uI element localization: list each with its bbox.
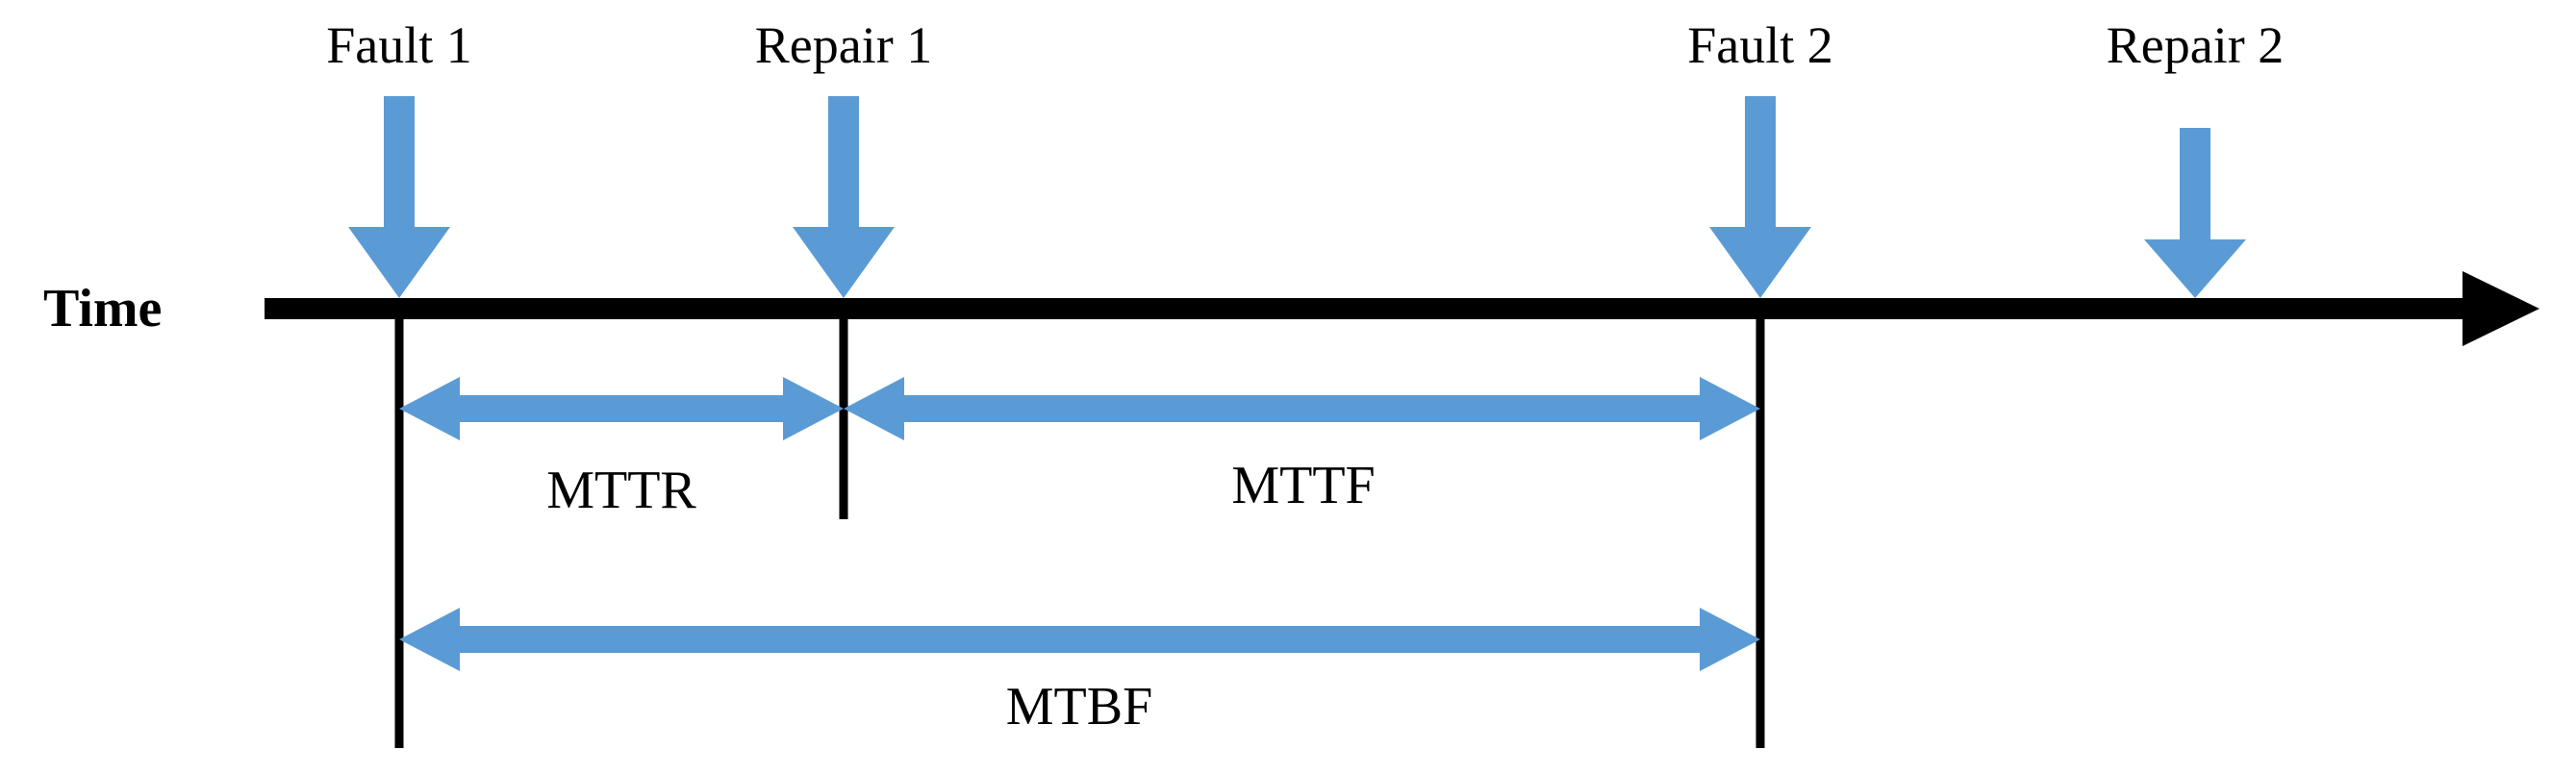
time-axis-label: Time xyxy=(43,279,163,338)
event-label-repair-1: Repair 1 xyxy=(754,16,933,74)
down-arrow-icon-repair-1 xyxy=(793,96,895,298)
interval-label-mtbf: MTBF xyxy=(1005,677,1153,737)
event-label-fault-2: Fault 2 xyxy=(1687,16,1833,74)
down-arrow-icon-repair-2 xyxy=(2144,128,2246,298)
event-down-arrows xyxy=(348,96,2246,298)
time-axis-right-arrow-head xyxy=(2462,271,2539,346)
down-arrow-icon-fault-1 xyxy=(348,96,450,298)
down-arrow-icon-fault-2 xyxy=(1709,96,1811,298)
interval-label-mttr: MTTR xyxy=(546,461,696,520)
event-label-repair-2: Repair 2 xyxy=(2106,16,2285,74)
interval-arrow-mtbf xyxy=(399,608,1760,671)
time-axis-group xyxy=(265,271,2539,346)
interval-label-mttf: MTTF xyxy=(1231,456,1376,515)
interval-arrow-mttr xyxy=(399,377,844,440)
time-axis-line xyxy=(265,298,2462,319)
event-label-fault-1: Fault 1 xyxy=(326,16,472,74)
event-tick-lines xyxy=(394,319,1765,748)
interval-arrow-mttf xyxy=(844,377,1760,440)
